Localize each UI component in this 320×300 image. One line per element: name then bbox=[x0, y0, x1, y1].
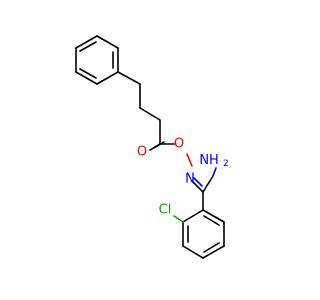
double-bond bbox=[79, 41, 97, 52]
atom-label-n-imine: N bbox=[185, 172, 195, 187]
ester-group bbox=[149, 141, 193, 167]
bond bbox=[202, 209, 225, 223]
atom-label-o-carbonyl: O bbox=[137, 145, 147, 160]
bond bbox=[153, 141, 165, 149]
bond bbox=[96, 71, 119, 85]
bond bbox=[182, 245, 204, 259]
atom-label-o-ester: O bbox=[174, 137, 184, 152]
double-bond bbox=[79, 68, 97, 79]
bond bbox=[212, 167, 217, 177]
chlorophenyl-ring bbox=[173, 209, 225, 259]
atom-label-nh-subscript: 2 bbox=[223, 159, 229, 169]
bond bbox=[202, 175, 214, 193]
bond bbox=[139, 107, 161, 121]
bond bbox=[75, 71, 98, 85]
molecule-structure: O O N NH 2 Cl bbox=[75, 35, 229, 259]
bond bbox=[186, 153, 193, 167]
double-bond bbox=[203, 242, 220, 253]
amidine-group bbox=[191, 167, 217, 211]
bond bbox=[202, 245, 225, 259]
bond bbox=[117, 71, 141, 85]
bond bbox=[191, 180, 204, 193]
double-bond bbox=[193, 177, 203, 187]
atom-label-cl: Cl bbox=[159, 203, 172, 218]
bond bbox=[173, 215, 184, 223]
bond bbox=[182, 209, 204, 223]
double-bond bbox=[203, 215, 220, 226]
atom-label-nh2: NH 2 bbox=[199, 153, 228, 170]
bond bbox=[96, 35, 119, 49]
molecule-canvas: O O N NH 2 Cl bbox=[75, 35, 229, 259]
phenyl-ring-top bbox=[75, 35, 119, 85]
bond bbox=[75, 35, 98, 49]
alkyl-chain bbox=[117, 71, 161, 145]
atom-label-nh: NH bbox=[199, 153, 219, 168]
